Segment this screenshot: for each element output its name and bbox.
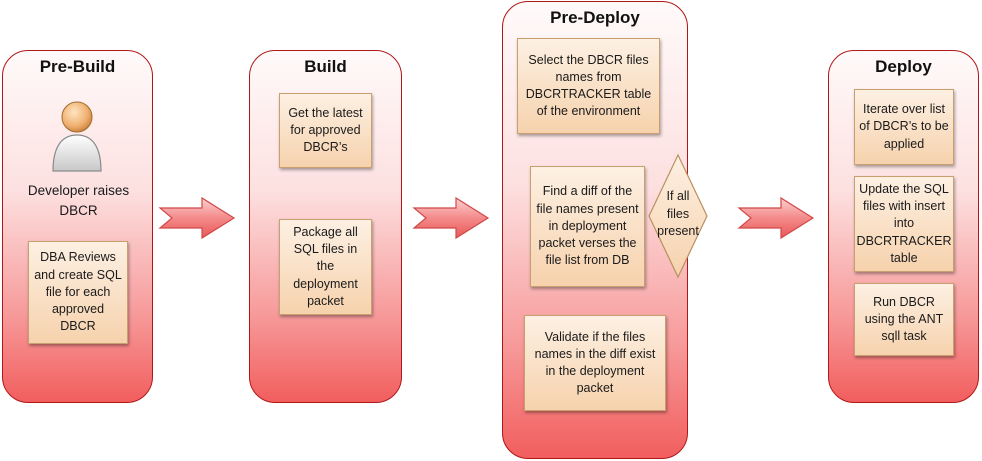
dba-review-box: DBA Reviews and create SQL file for each… xyxy=(28,241,128,344)
developer-raises-label: Developer raises DBCR xyxy=(27,183,130,218)
validate-files-box: Validate if the files names in the diff … xyxy=(524,315,666,411)
arrow-right-icon xyxy=(737,196,815,240)
stage-title: Deploy xyxy=(875,57,932,76)
stage-title: Build xyxy=(304,57,347,76)
stage-title: Pre-Deploy xyxy=(550,8,640,27)
stage-deploy: Deploy Iterate over list of DBCR’s to be… xyxy=(828,50,979,403)
get-latest-box: Get the latest for approved DBCR’s xyxy=(279,93,372,168)
package-sql-box: Package all SQL files in the deployment … xyxy=(279,219,372,315)
arrow-right-icon xyxy=(158,196,236,240)
decision-label: If all files present xyxy=(657,189,699,238)
stage-prebuild: Pre-Build Developer raises DBCR DBA Revi… xyxy=(2,50,153,403)
run-dbcr-box: Run DBCR using the ANT sqll task xyxy=(854,283,954,356)
stage-predeploy: Pre-Deploy Select the DBCR files names f… xyxy=(502,1,688,459)
stage-build: Build Get the latest for approved DBCR’s… xyxy=(249,50,402,403)
stage-title: Pre-Build xyxy=(39,57,116,76)
update-sql-box: Update the SQL files with insert into DB… xyxy=(854,176,954,272)
iterate-dbcr-box: Iterate over list of DBCR’s to be applie… xyxy=(854,89,954,165)
person-icon xyxy=(52,101,102,172)
find-diff-box: Find a diff of the file names present in… xyxy=(530,166,645,287)
select-dbcr-box: Select the DBCR files names from DBCRTRA… xyxy=(517,38,660,134)
arrow-right-icon xyxy=(412,196,490,240)
decision-diamond xyxy=(648,153,708,279)
